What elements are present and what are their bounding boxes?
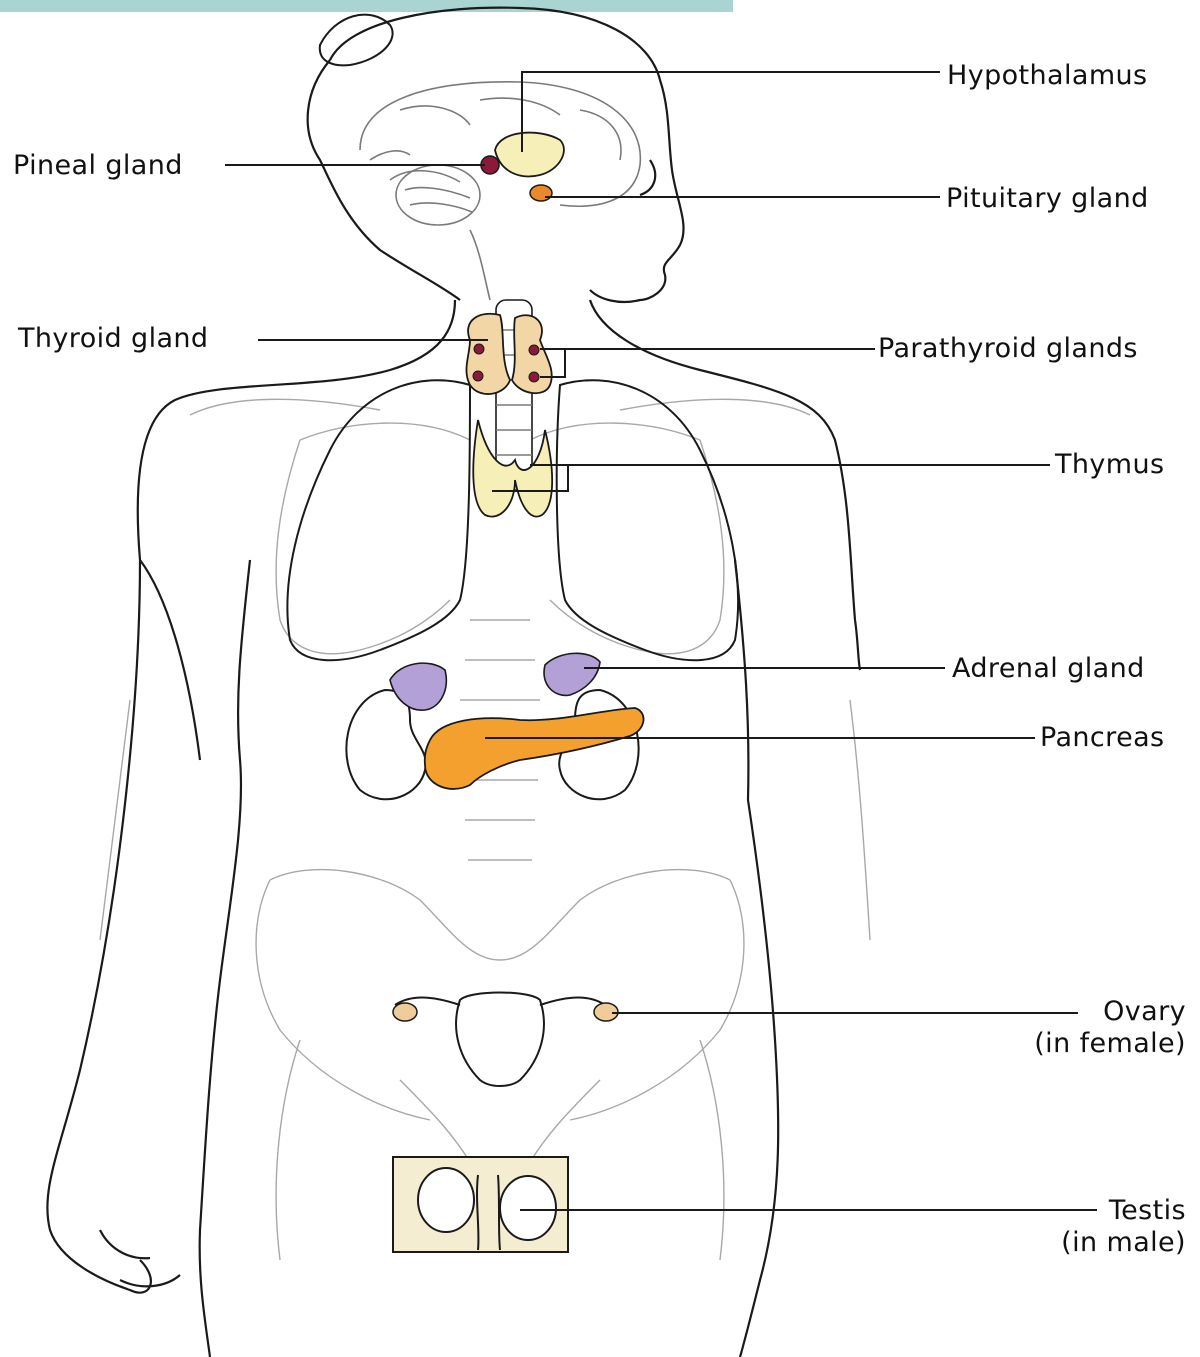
- leader-lines: [225, 72, 1097, 1210]
- label-ovary-note: (in female): [1034, 1028, 1186, 1060]
- skeleton: [100, 399, 870, 1260]
- hypothalamus-gland: [495, 133, 564, 177]
- leader-thymus: [492, 465, 1050, 491]
- label-testis: Testis: [1061, 1195, 1186, 1227]
- label-testis-note: (in male): [1061, 1227, 1186, 1259]
- label-parathyroid-glands: Parathyroid glands: [878, 333, 1138, 365]
- label-pituitary-gland: Pituitary gland: [946, 183, 1149, 215]
- label-ovary-group: Ovary (in female): [1034, 996, 1186, 1060]
- uterus: [395, 993, 605, 1087]
- label-thymus: Thymus: [1055, 449, 1164, 481]
- label-ovary: Ovary: [1034, 996, 1186, 1028]
- label-testis-group: Testis (in male): [1061, 1195, 1186, 1259]
- label-hypothalamus: Hypothalamus: [947, 60, 1148, 92]
- label-pineal-gland: Pineal gland: [13, 150, 183, 182]
- pituitary-gland: [530, 185, 552, 201]
- label-thyroid-gland: Thyroid gland: [18, 323, 208, 355]
- ovary-left: [393, 1003, 417, 1021]
- adrenal-glands: [390, 653, 600, 710]
- leader-hypothalamus: [522, 72, 940, 152]
- brain: [360, 82, 640, 300]
- label-adrenal-gland: Adrenal gland: [952, 653, 1145, 685]
- label-pancreas: Pancreas: [1040, 722, 1165, 754]
